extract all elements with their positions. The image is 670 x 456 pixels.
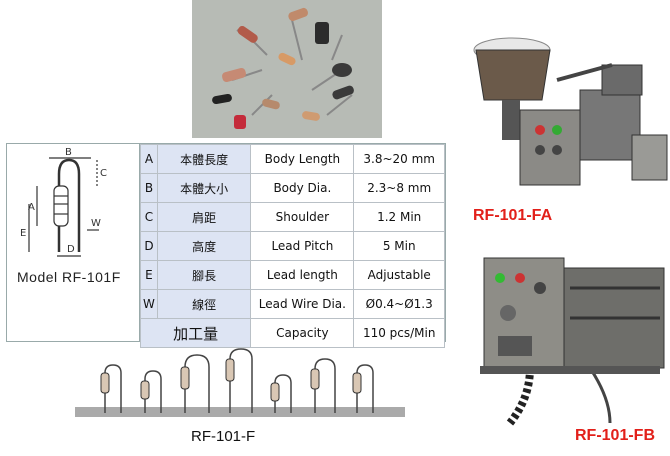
capacity-row: 加工量 Capacity 110 pcs/Min bbox=[139, 318, 445, 348]
spec-row: W 線徑 Lead Wire Dia. Ø0.4~Ø1.3 bbox=[140, 289, 445, 319]
model-label: Model RF-101F bbox=[17, 269, 121, 285]
spec-en: Lead length bbox=[250, 260, 355, 290]
spec-en: Body Dia. bbox=[250, 173, 355, 203]
spec-value: 1.2 Min bbox=[353, 202, 445, 232]
spec-en: Shoulder bbox=[250, 202, 355, 232]
spec-zh: 本體大小 bbox=[156, 173, 252, 203]
formed-components-photo bbox=[192, 0, 382, 138]
dim-a-label: A bbox=[28, 202, 35, 213]
spec-card: B C A E W D Model RF-101F A 本體長度 Body Le… bbox=[6, 143, 446, 348]
dim-c-label: C bbox=[100, 168, 107, 179]
spec-row: E 腳長 Lead length Adjustable bbox=[140, 260, 445, 290]
spec-zh: 肩距 bbox=[156, 202, 252, 232]
spec-zh: 本體長度 bbox=[156, 144, 252, 174]
dim-d-label: D bbox=[67, 244, 75, 255]
machine-fb-caption: RF-101-FB bbox=[575, 427, 656, 444]
capacity-value: 110 pcs/Min bbox=[353, 318, 445, 348]
machine-fb-photo bbox=[470, 248, 670, 426]
spec-row: D 高度 Lead Pitch 5 Min bbox=[140, 231, 445, 261]
spec-zh: 腳長 bbox=[156, 260, 252, 290]
dimension-drawing: B C A E W D bbox=[20, 147, 107, 257]
spec-value: Ø0.4~Ø1.3 bbox=[353, 289, 445, 319]
spec-row: A 本體長度 Body Length 3.8~20 mm bbox=[140, 144, 445, 174]
spec-value: 3.8~20 mm bbox=[353, 144, 445, 174]
resistor-dimension-diagram: B C A E W D Model RF-101F bbox=[7, 144, 140, 341]
spec-table: A 本體長度 Body Length 3.8~20 mm B 本體大小 Body… bbox=[139, 144, 445, 348]
spec-row: B 本體大小 Body Dia. 2.3~8 mm bbox=[140, 173, 445, 203]
spec-en: Body Length bbox=[250, 144, 355, 174]
spec-letter: W bbox=[140, 289, 158, 319]
machine-fb-illustration bbox=[470, 248, 670, 426]
spec-letter: E bbox=[140, 260, 158, 290]
formed-components-illustration bbox=[192, 0, 382, 138]
spec-row: C 肩距 Shoulder 1.2 Min bbox=[140, 202, 445, 232]
spec-letter: D bbox=[140, 231, 158, 261]
machine-fa-caption: RF-101-FA bbox=[473, 207, 553, 224]
spec-zh: 高度 bbox=[156, 231, 252, 261]
formed-strip-drawing bbox=[75, 343, 405, 425]
spec-value: Adjustable bbox=[353, 260, 445, 290]
dim-w-label: W bbox=[91, 218, 101, 229]
spec-letter: A bbox=[140, 144, 158, 174]
machine-fa-illustration bbox=[462, 30, 670, 202]
spec-en: Lead Pitch bbox=[250, 231, 355, 261]
dim-e-label: E bbox=[20, 228, 26, 239]
capacity-en: Capacity bbox=[250, 318, 355, 348]
spec-en: Lead Wire Dia. bbox=[250, 289, 355, 319]
spec-letter: B bbox=[140, 173, 158, 203]
spec-zh: 線徑 bbox=[156, 289, 252, 319]
spec-value: 5 Min bbox=[353, 231, 445, 261]
machine-fa-photo bbox=[462, 30, 670, 202]
dim-b-label: B bbox=[65, 147, 72, 158]
spec-value: 2.3~8 mm bbox=[353, 173, 445, 203]
capacity-zh: 加工量 bbox=[139, 318, 252, 348]
formed-strip-illustration bbox=[75, 348, 405, 417]
formed-strip-caption: RF-101-F bbox=[191, 428, 256, 445]
spec-letter: C bbox=[140, 202, 158, 232]
